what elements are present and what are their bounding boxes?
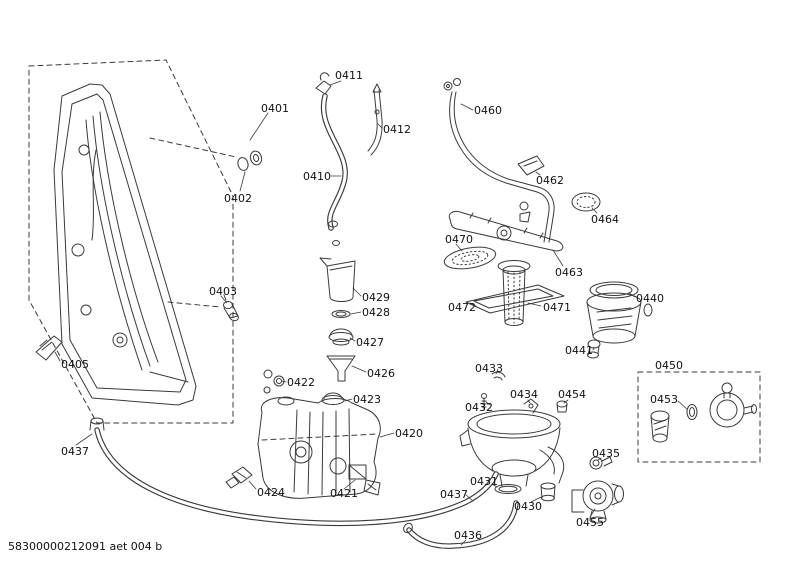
part-label-0428: 0428 [362,306,390,319]
connector-art-0411 [315,72,332,95]
part-label-0427: 0427 [356,336,384,349]
part-label-0429: 0429 [362,291,390,304]
assembly-art-0420 [257,396,381,499]
bracket-art-0405 [35,335,63,361]
part-label-0437-right: 0437 [440,488,468,501]
part-label-0471: 0471 [543,301,571,314]
part-label-0426: 0426 [367,367,395,380]
part-label-0405: 0405 [61,358,89,371]
part-label-0401: 0401 [261,102,289,115]
part-label-0411: 0411 [335,69,363,82]
part-label-0450: 0450 [655,359,683,372]
part-label-0453: 0453 [650,393,678,406]
part-label-0470: 0470 [445,233,473,246]
part-label-0440: 0440 [636,292,664,305]
part-label-0434: 0434 [510,388,538,401]
cap-art-0423 [321,392,345,405]
groupbox-art-0450 [637,371,761,463]
part-label-0472: 0472 [448,301,476,314]
part-label-0410: 0410 [303,170,331,183]
funnel-art-0426 [326,355,356,382]
hose-art-0437 [89,417,499,527]
part-label-0403: 0403 [209,285,237,298]
heater-art-0440 [586,281,653,344]
inlet-pipe-art-0460 [443,78,555,243]
cup-art-0429 [319,257,356,302]
hose-art-0436 [403,500,519,549]
leader-lines [54,80,688,546]
hose-art-0410 [320,93,348,246]
seal-art-0402 [149,137,263,171]
frame-panel-art [53,83,197,406]
part-label-0421: 0421 [330,487,358,500]
part-art-0430 [540,482,556,502]
sieve-art-0464 [571,192,601,212]
pump-art-0455 [571,480,624,524]
part-label-0420: 0420 [395,427,423,440]
ring-art-0431 [494,484,522,494]
part-label-0430: 0430 [514,500,542,513]
part-label-0437-left: 0437 [61,445,89,458]
part-label-0441: 0441 [565,344,593,357]
valve-art-0403 [167,294,239,322]
plate-art-0421 [348,464,381,496]
part-label-0455: 0455 [576,516,604,529]
part-label-0433: 0433 [475,362,503,375]
part-label-0464: 0464 [591,213,619,226]
part-label-0424: 0424 [257,486,285,499]
clip-art-0433 [491,371,506,381]
part-label-0460: 0460 [474,104,502,117]
part-label-0431: 0431 [470,475,498,488]
part-label-0423: 0423 [353,393,381,406]
part-label-0422: 0422 [287,376,315,389]
part-label-0436: 0436 [454,529,482,542]
enclosure-outline [28,59,234,424]
part-label-0402: 0402 [224,192,252,205]
seals-art-0422 [263,369,285,394]
filter-art-0471 [497,260,531,326]
cap-art-0454 [556,400,568,413]
part-label-0435: 0435 [592,447,620,460]
sprayarm-art-0463 [448,211,564,252]
cap-art-0427 [328,328,354,346]
funnel-art-0462 [517,155,545,223]
sieve-plate-art-0472 [465,284,565,314]
part-label-0462: 0462 [536,174,564,187]
checkvalve-art-0450 [709,382,757,428]
document-code: 58300000212091 aet 004 b [8,540,163,553]
part-label-0432: 0432 [465,401,493,414]
cylinder-art-0450 [650,410,670,443]
strip-art-0412 [367,83,383,156]
bracket-art-0434 [523,398,539,414]
sump-basin-art [459,409,565,487]
screw-art-0432 [481,393,487,411]
elbow-art-0435 [589,456,613,470]
part-label-0463: 0463 [555,266,583,279]
ring-art-0453 [686,404,698,420]
part-art-0424 [225,466,253,489]
microfilter-art-0470 [443,246,497,270]
part-label-0454: 0454 [558,388,586,401]
ring-art-0428 [331,310,351,318]
part-label-0412: 0412 [383,123,411,136]
